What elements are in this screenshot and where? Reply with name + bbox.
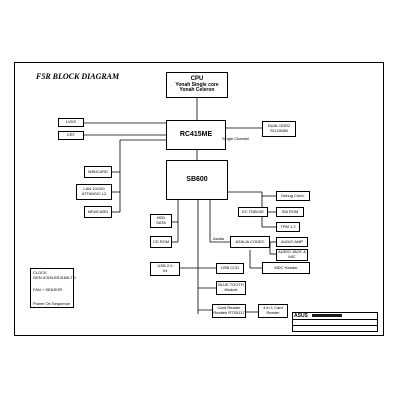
newcard-block: NEWCARD [84, 206, 112, 218]
audio-amp-block: AUDIO AMP [276, 237, 308, 247]
bluetooth-label: BLUE TOOTH [218, 282, 244, 288]
northbridge-block: RC415ME [166, 120, 226, 150]
minicard-label: MINICARD [88, 168, 108, 174]
cpu-block: CPU Yonah Single core Yonah Celeron [166, 72, 228, 98]
cdrom-block: CD ROM [150, 236, 172, 248]
crt-block: CRT [58, 131, 84, 140]
azalia-codec-block: AZALIA CODEC [230, 236, 270, 248]
hdd-block: HDD SATA [150, 214, 172, 228]
usb-ccd-label: USB CCD [220, 265, 239, 271]
usb-ccd-block: USB CCD [216, 263, 244, 274]
lvds-block: LVDS [58, 118, 84, 127]
card-slot-sub: Reader [266, 310, 280, 315]
lvds-label: LVDS [65, 119, 77, 125]
debug-connector-block: Debug Conn. [276, 191, 310, 201]
debug-connector-label: Debug Conn. [281, 192, 305, 198]
azalia-bus-label: Azalia [213, 236, 224, 241]
memory-form-factor: SO-DIMM [270, 128, 288, 133]
card-slot-label: 4 in 1 Card [263, 305, 283, 311]
audio-jack-block: AUDIO JACK & MIC [276, 249, 308, 261]
drawing-frame [14, 62, 384, 336]
power-on-sequence-block: Power On Sequence [30, 300, 74, 308]
memory-label: DUAL DDR2 [267, 123, 291, 129]
northbridge-label: RC415ME [179, 130, 213, 138]
lan-label: LAN 10/100 [83, 186, 105, 192]
mdc-header-block: MDC Header [262, 262, 310, 274]
audio-jack-label: AUDIO JACK & [278, 249, 306, 255]
card-reader-block: Card Reader Realtek RTS5117 [212, 304, 246, 318]
isa-rom-label: ISA ROM [281, 208, 299, 214]
azalia-codec-label: AZALIA CODEC [235, 238, 265, 244]
company-logo: ASUS [294, 313, 308, 319]
southbridge-block: SB600 [166, 160, 228, 200]
hdd-interface: SATA [156, 220, 166, 225]
mdc-header-label: MDC Header [274, 264, 298, 270]
diagram-title: F5R BLOCK DIAGRAM [36, 72, 120, 81]
title-block-rule-2 [292, 325, 378, 326]
isa-rom-block: ISA ROM [276, 207, 304, 217]
card-reader-label: Card Reader [217, 305, 241, 311]
title-block [292, 312, 378, 332]
fan-sensor-label: FAN + SENSOR [33, 286, 63, 292]
lan-block: LAN 10/100 ATTANSIC L2 [76, 184, 112, 200]
fan-sensor-block: FAN + SENSOR [30, 286, 74, 294]
tpm-label: TPM 1.2 [280, 223, 296, 229]
minicard-block: MINICARD [84, 166, 112, 178]
cpu-model-line-2: Yonah Celeron [179, 87, 215, 94]
usb-count: X4 [162, 268, 168, 273]
crt-label: CRT [66, 132, 76, 138]
lan-chip: ATTANSIC L2 [81, 191, 107, 196]
tpm-block: TPM 1.2 [276, 222, 300, 232]
usb-label: USB 2.0 [157, 263, 173, 269]
ec-label: EC IT8510E [242, 208, 264, 214]
cdrom-label: CD ROM [152, 238, 170, 244]
ec-block: EC IT8510E [238, 207, 268, 217]
clock-label: CLOCK [33, 270, 47, 276]
title-block-rule [292, 319, 378, 320]
bluetooth-block: BLUE TOOTH Module [216, 281, 246, 295]
clock-chip: GEN.ICS9LRS3165LTG [33, 275, 76, 280]
system-support-group [30, 268, 74, 308]
card-slot-block: 4 in 1 Card Reader [258, 304, 288, 318]
cpu-model-line: Yonah Single core [175, 81, 219, 88]
clock-generator-block: CLOCK GEN.ICS9LRS3165LTG [30, 269, 76, 283]
card-reader-chip: Realtek RTS5117 [213, 310, 245, 315]
bluetooth-sub: Module [224, 287, 238, 292]
memory-channel-label: Single Channel [222, 136, 250, 141]
audio-amp-label: AUDIO AMP [280, 238, 304, 244]
usb-ports-block: USB 2.0 X4 [150, 262, 180, 276]
power-on-label: Power On Sequence [33, 300, 70, 306]
hdd-label: HDD [156, 215, 166, 221]
memory-block: DUAL DDR2 SO-DIMM [262, 121, 296, 137]
newcard-label: NEWCARD [87, 208, 109, 214]
title-block-bar [312, 314, 342, 317]
cpu-label: CPU [190, 75, 204, 82]
southbridge-label: SB600 [186, 175, 208, 183]
audio-jack-sub: MIC [288, 254, 296, 259]
